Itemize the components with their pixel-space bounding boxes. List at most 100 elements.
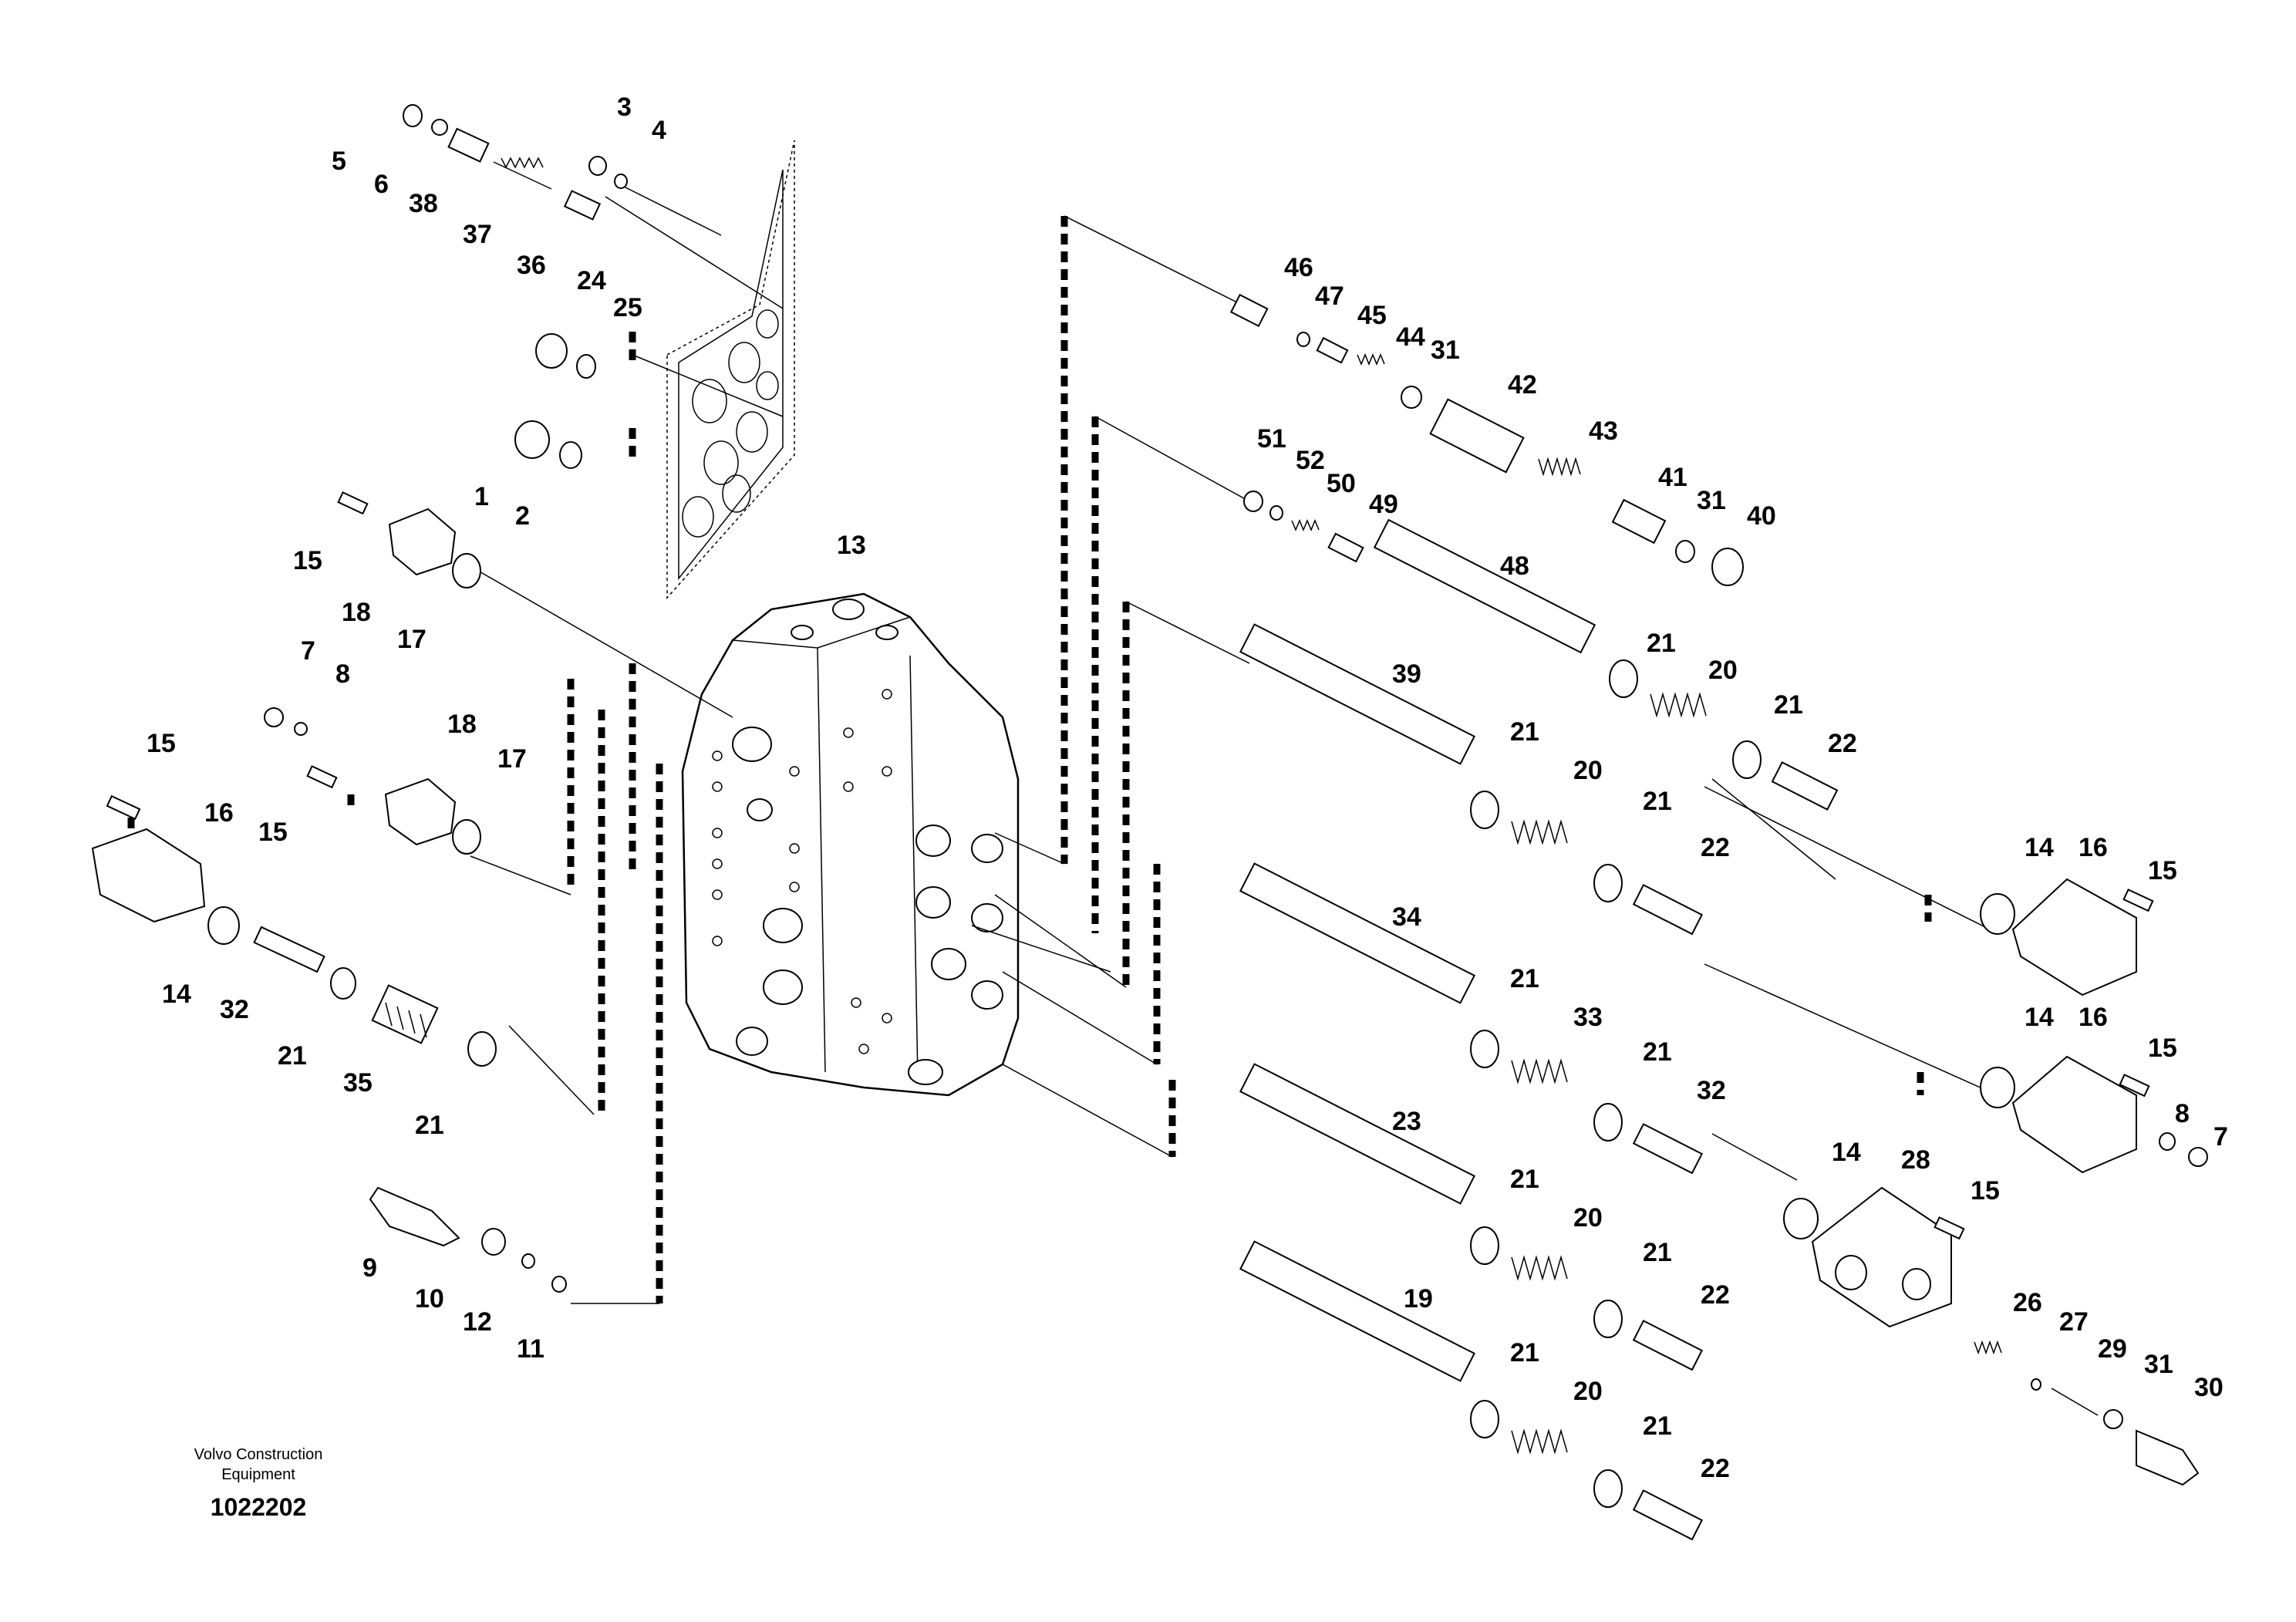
- callout-45: 45: [1357, 301, 1387, 330]
- callout-14: 14: [162, 980, 191, 1009]
- callout-4: 4: [652, 116, 666, 145]
- callout-17: 17: [497, 744, 527, 774]
- callout-15: 15: [147, 729, 176, 758]
- callout-14: 14: [2025, 1003, 2054, 1032]
- callout-36: 36: [517, 251, 546, 280]
- callout-8: 8: [335, 659, 350, 689]
- callout-22: 22: [1701, 833, 1730, 862]
- callout-47: 47: [1315, 282, 1344, 311]
- callout-48: 48: [1500, 551, 1529, 581]
- callout-16: 16: [2079, 833, 2108, 862]
- callout-28: 28: [1901, 1145, 1930, 1175]
- callout-7: 7: [2213, 1122, 2228, 1152]
- callout-15: 15: [2148, 1034, 2177, 1063]
- callout-18: 18: [342, 598, 371, 627]
- callout-22: 22: [1701, 1280, 1730, 1310]
- callout-labels: 5 6 38 37 36 3 4 24 25 1 2 13 15 18 17 7…: [147, 93, 2228, 1483]
- callout-21: 21: [1510, 1165, 1539, 1194]
- callout-42: 42: [1508, 370, 1537, 400]
- brand-block: Volvo Construction Equipment 1022202: [194, 1446, 323, 1521]
- callout-25: 25: [613, 293, 642, 322]
- callout-39: 39: [1392, 659, 1421, 689]
- callout-10: 10: [415, 1284, 444, 1313]
- relief-plug-assembly-top: [403, 104, 628, 469]
- callout-31: 31: [1697, 486, 1726, 515]
- brand-line-1: Volvo Construction: [194, 1446, 323, 1463]
- callout-14: 14: [2025, 833, 2054, 862]
- callout-7: 7: [301, 636, 315, 666]
- valve-plate-gasket: [666, 140, 795, 599]
- callout-15: 15: [258, 818, 288, 847]
- brand-line-2: Equipment: [221, 1466, 295, 1483]
- callout-46: 46: [1284, 253, 1313, 282]
- callout-21: 21: [278, 1041, 307, 1071]
- callout-21: 21: [1643, 1238, 1672, 1267]
- callout-19: 19: [1404, 1284, 1433, 1313]
- callout-31: 31: [2144, 1350, 2173, 1379]
- callout-21: 21: [1774, 690, 1803, 720]
- callout-40: 40: [1747, 501, 1776, 531]
- callout-9: 9: [362, 1253, 377, 1283]
- callout-15: 15: [293, 546, 322, 575]
- callout-50: 50: [1327, 469, 1356, 498]
- callout-16: 16: [2079, 1003, 2108, 1032]
- callout-21: 21: [415, 1111, 444, 1140]
- leader-lines: [470, 184, 1998, 1304]
- callout-20: 20: [1573, 1377, 1603, 1406]
- callout-21: 21: [1643, 1411, 1672, 1441]
- callout-20: 20: [1573, 756, 1603, 785]
- callout-32: 32: [1697, 1076, 1726, 1105]
- callout-27: 27: [2059, 1307, 2089, 1337]
- callout-21: 21: [1510, 964, 1539, 993]
- callout-37: 37: [463, 220, 492, 249]
- callout-11: 11: [517, 1334, 544, 1364]
- callout-14: 14: [1832, 1138, 1861, 1167]
- callout-18: 18: [447, 710, 477, 739]
- callout-16: 16: [204, 798, 234, 828]
- callout-38: 38: [409, 189, 438, 218]
- callout-24: 24: [577, 266, 606, 295]
- callout-49: 49: [1369, 490, 1398, 519]
- callout-33: 33: [1573, 1003, 1603, 1032]
- right-bank-spools: [1229, 293, 1839, 1541]
- callout-21: 21: [1510, 1338, 1539, 1367]
- callout-52: 52: [1296, 446, 1325, 475]
- callout-34: 34: [1392, 902, 1421, 932]
- callout-3: 3: [617, 93, 632, 122]
- callout-20: 20: [1573, 1203, 1603, 1233]
- callout-6: 6: [374, 170, 389, 199]
- callout-15: 15: [1971, 1176, 2000, 1206]
- callout-20: 20: [1708, 656, 1738, 685]
- callout-44: 44: [1396, 322, 1425, 352]
- callout-26: 26: [2013, 1288, 2042, 1317]
- callout-51: 51: [1257, 424, 1286, 454]
- callout-21: 21: [1643, 787, 1672, 816]
- callout-21: 21: [1510, 717, 1539, 747]
- callout-21: 21: [1643, 1037, 1672, 1067]
- callout-31: 31: [1431, 336, 1460, 365]
- callout-5: 5: [332, 147, 346, 176]
- callout-15: 15: [2148, 856, 2177, 885]
- callout-2: 2: [515, 501, 530, 531]
- callout-22: 22: [1701, 1454, 1730, 1483]
- callout-22: 22: [1828, 729, 1857, 758]
- callout-29: 29: [2098, 1334, 2127, 1364]
- callout-21: 21: [1647, 629, 1676, 658]
- callout-35: 35: [343, 1068, 373, 1098]
- callout-17: 17: [397, 625, 426, 654]
- drawing-number: 1022202: [211, 1493, 307, 1521]
- main-valve-block: [681, 592, 1020, 1097]
- left-bank-parts: [91, 491, 567, 1293]
- callout-30: 30: [2194, 1373, 2224, 1402]
- callout-23: 23: [1392, 1107, 1421, 1136]
- callout-32: 32: [220, 995, 249, 1024]
- callout-13: 13: [837, 531, 866, 560]
- callout-41: 41: [1658, 463, 1687, 492]
- right-covers: [1783, 878, 2208, 1486]
- callout-1: 1: [474, 482, 489, 511]
- callout-12: 12: [463, 1307, 492, 1337]
- callout-8: 8: [2175, 1099, 2190, 1128]
- dashed-connectors: [127, 216, 1932, 1303]
- callout-43: 43: [1589, 416, 1618, 446]
